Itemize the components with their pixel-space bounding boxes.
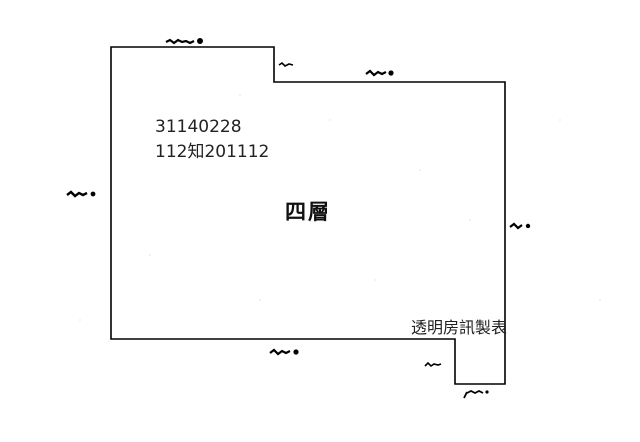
dimension-mark-bottom bbox=[269, 348, 299, 356]
floor-outline bbox=[110, 46, 506, 385]
background-speckles bbox=[79, 94, 601, 321]
dimension-mark-upper-right bbox=[365, 69, 394, 77]
dimension-mark-top bbox=[165, 38, 203, 45]
record-code-1: 31140228 bbox=[155, 117, 242, 137]
record-code-2: 112知201112 bbox=[155, 142, 270, 162]
floor-label: 四層 bbox=[285, 199, 331, 224]
dimension-mark-step bbox=[278, 61, 294, 67]
dimension-mark-notch-left bbox=[424, 361, 442, 368]
dimension-mark-right bbox=[509, 222, 531, 230]
watermark-text: 透明房訊製表 bbox=[411, 318, 508, 337]
dimension-mark-notch-bottom bbox=[463, 389, 489, 399]
dimension-mark-left bbox=[66, 190, 96, 198]
